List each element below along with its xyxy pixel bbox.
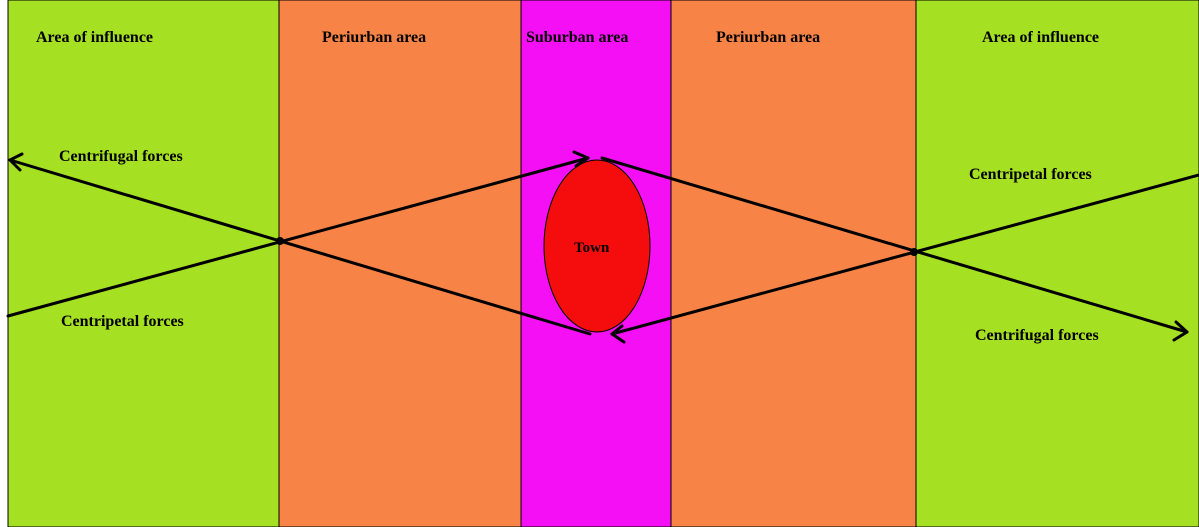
zone-left-outer: [7, 0, 280, 527]
arrowhead-left-centrifugal: [8, 152, 24, 172]
label-left-centrifugal: Centrifugal forces: [59, 148, 183, 165]
zone-right-mid: [670, 0, 917, 527]
zone-title-left-outer: Area of influence: [36, 29, 154, 46]
zone-right-outer: [915, 0, 1199, 527]
arrow-right-centrifugal: [600, 156, 1189, 334]
node-right: [910, 248, 918, 256]
arrow-left-centripetal: [6, 156, 590, 318]
label-right-centripetal: Centripetal forces: [969, 166, 1092, 183]
node-left: [276, 237, 284, 245]
zone-title-right-outer: Area of influence: [982, 29, 1100, 46]
label-right-centrifugal: Centrifugal forces: [975, 327, 1099, 344]
arrowhead-left-centripetal: [572, 150, 590, 168]
zone-title-left-mid: Periurban area: [322, 29, 427, 46]
zone-title-center: Suburban area: [526, 29, 629, 46]
zone-title-right-mid: Periurban area: [716, 29, 821, 46]
arrow-left-centrifugal: [8, 158, 592, 336]
arrow-right-centripetal: [610, 173, 1199, 336]
arrowhead-right-centrifugal: [1172, 320, 1189, 342]
zone-left-mid: [278, 0, 522, 527]
town-ellipse: [543, 159, 651, 333]
arrowhead-right-centripetal: [610, 324, 626, 344]
label-left-centripetal: Centripetal forces: [61, 313, 184, 330]
town-label: Town: [574, 240, 610, 256]
